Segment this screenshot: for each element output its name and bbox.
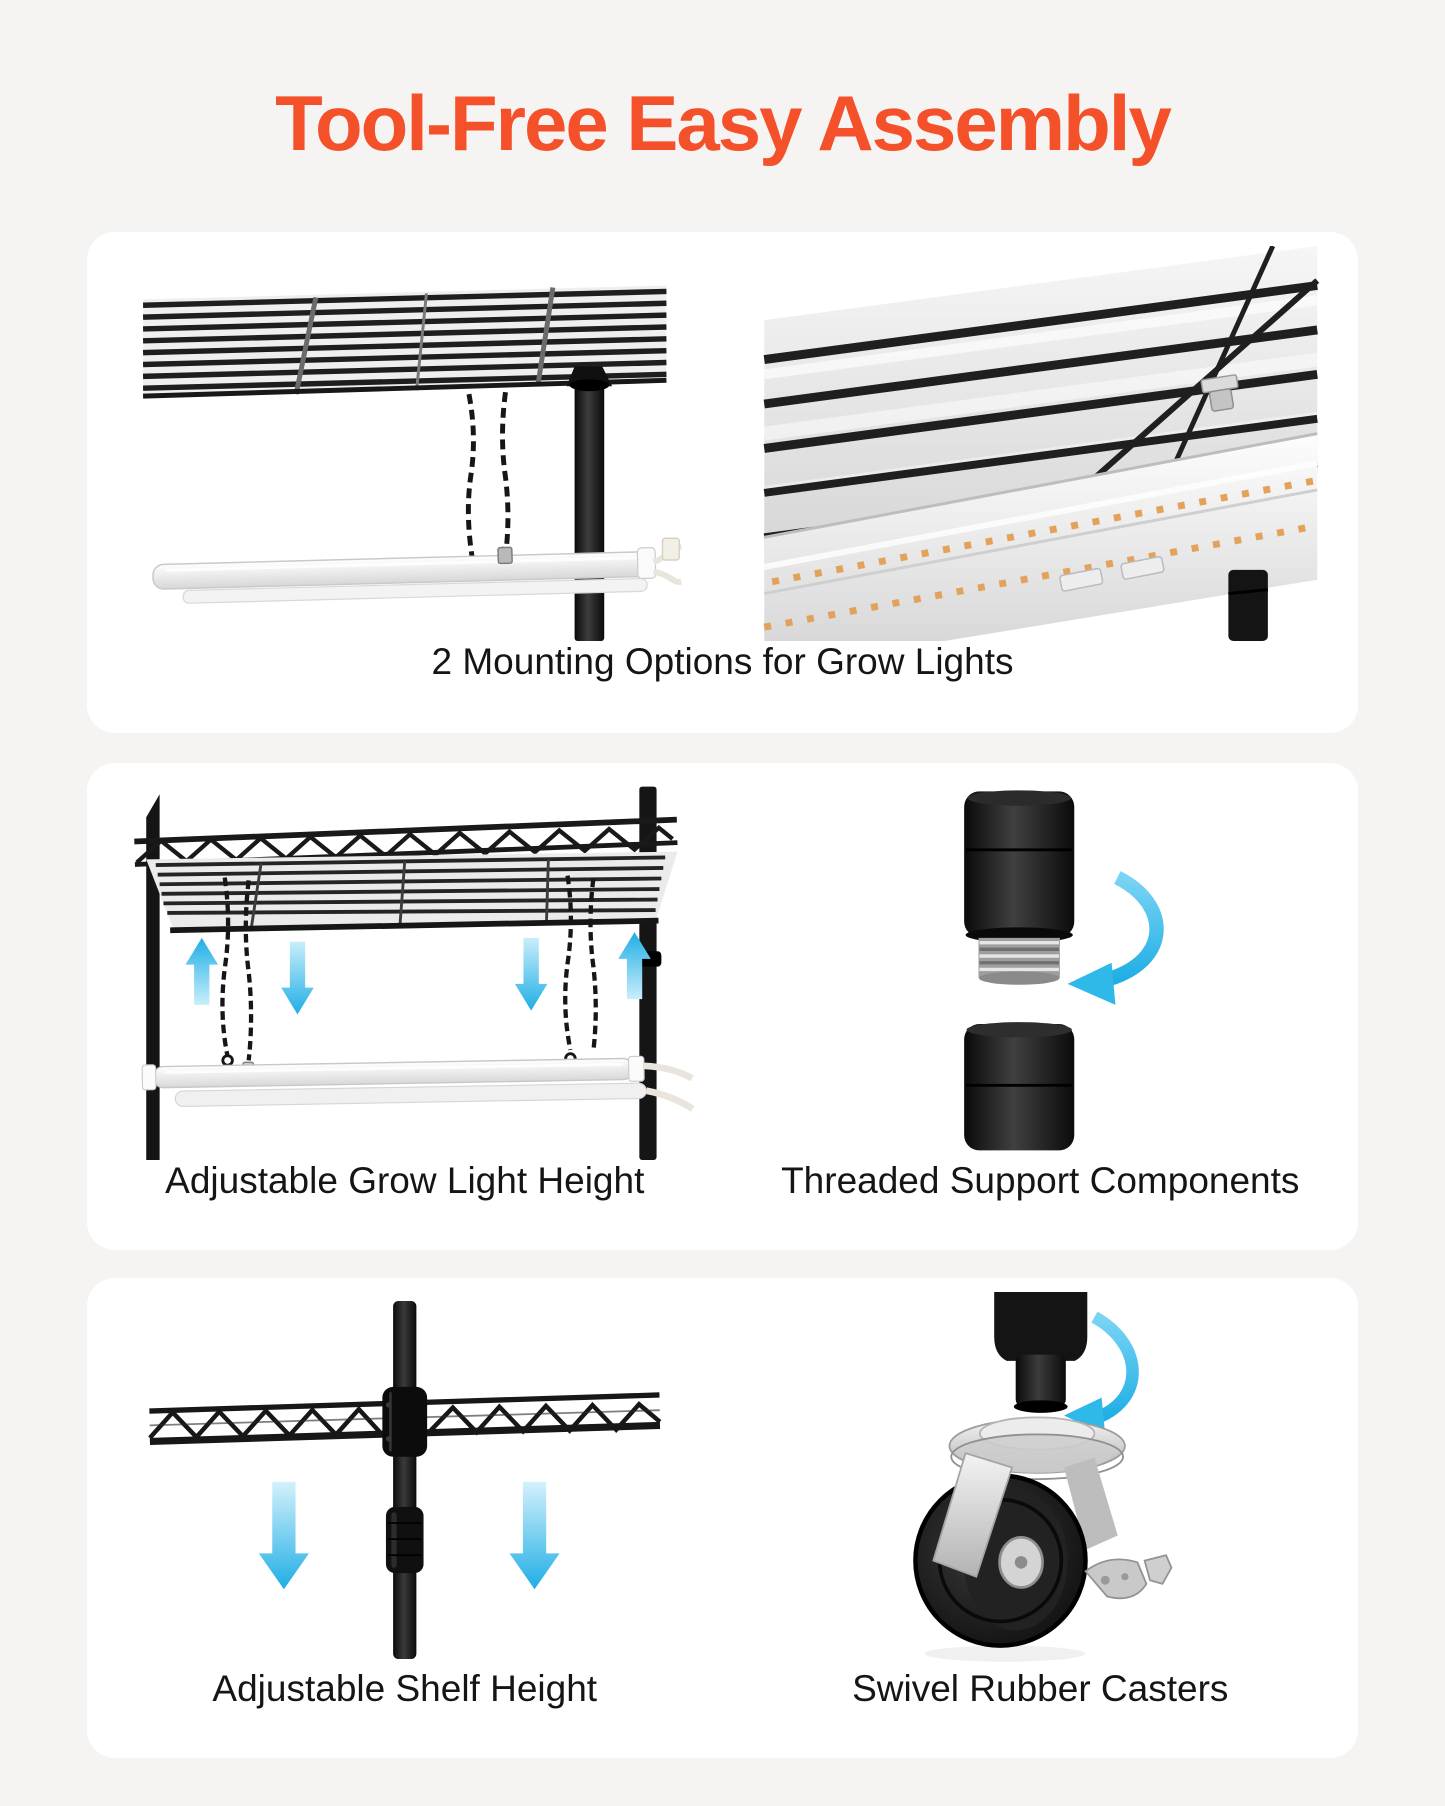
caster-fork-front: [931, 1452, 1013, 1578]
grow-light-bars: [141, 1055, 695, 1112]
down-arrow-icon: [281, 937, 548, 1015]
adjustable-height-illustration: [134, 786, 695, 1160]
threaded-components-illustration: [963, 790, 1164, 1151]
up-arrow-icon: [185, 932, 651, 1005]
lower-pole-section: [963, 1022, 1074, 1151]
chain-mount-illustration: [142, 285, 683, 641]
pole-stem: [993, 1292, 1087, 1413]
photo-swivel-rubber-caster: [723, 1278, 1359, 1668]
photo-grow-light-chain-mount: [87, 232, 723, 641]
pole-sleeve: [382, 1386, 428, 1457]
card-mounting-options: 2 Mounting Options for Grow Lights: [87, 232, 1358, 733]
led-light-bar: [763, 432, 1318, 641]
mounting-clip: [1200, 374, 1239, 412]
caption-adjustable-grow-light-height: Adjustable Grow Light Height: [165, 1160, 645, 1201]
photo-grow-light-clip-mount: [723, 232, 1359, 641]
caption-threaded-support-components: Threaded Support Components: [781, 1160, 1300, 1201]
wheel-hub: [997, 1535, 1044, 1589]
caster-fork-rear: [1063, 1457, 1118, 1550]
photo-adjustable-shelf-height: [87, 1278, 723, 1668]
hanging-chains: [464, 391, 512, 573]
caption-mounting-options: 2 Mounting Options for Grow Lights: [431, 641, 1014, 682]
threaded-connector: [978, 937, 1060, 985]
clip-mount-illustration: [762, 246, 1319, 641]
center-pole: [393, 1300, 417, 1660]
photo-threaded-support-components: [723, 763, 1359, 1160]
power-cord: [652, 537, 683, 585]
caster-illustration: [912, 1292, 1172, 1662]
photo-adjustable-grow-light-height: [87, 763, 723, 1160]
down-arrow-icon: [258, 1481, 560, 1590]
upper-pole-section: [963, 790, 1074, 943]
support-pole: [566, 366, 613, 641]
rotate-arrow-icon: [1067, 871, 1164, 1005]
caption-swivel-rubber-casters: Swivel Rubber Casters: [852, 1668, 1229, 1709]
brake-lever: [1083, 1554, 1172, 1600]
lower-collar: [385, 1506, 424, 1574]
shelf-height-illustration: [148, 1300, 662, 1660]
caption-adjustable-shelf-height: Adjustable Shelf Height: [212, 1668, 598, 1709]
page-title: Tool-Free Easy Assembly: [275, 79, 1172, 167]
card-height-and-threads: Adjustable Grow Light Height Threaded Su…: [87, 763, 1358, 1250]
grow-light-bar: [152, 546, 657, 604]
shelf-underside-stripes: [146, 851, 678, 934]
pole-stub: [1227, 569, 1268, 641]
card-shelf-and-casters: Adjustable Shelf Height Swivel Rubber Ca…: [87, 1278, 1358, 1758]
